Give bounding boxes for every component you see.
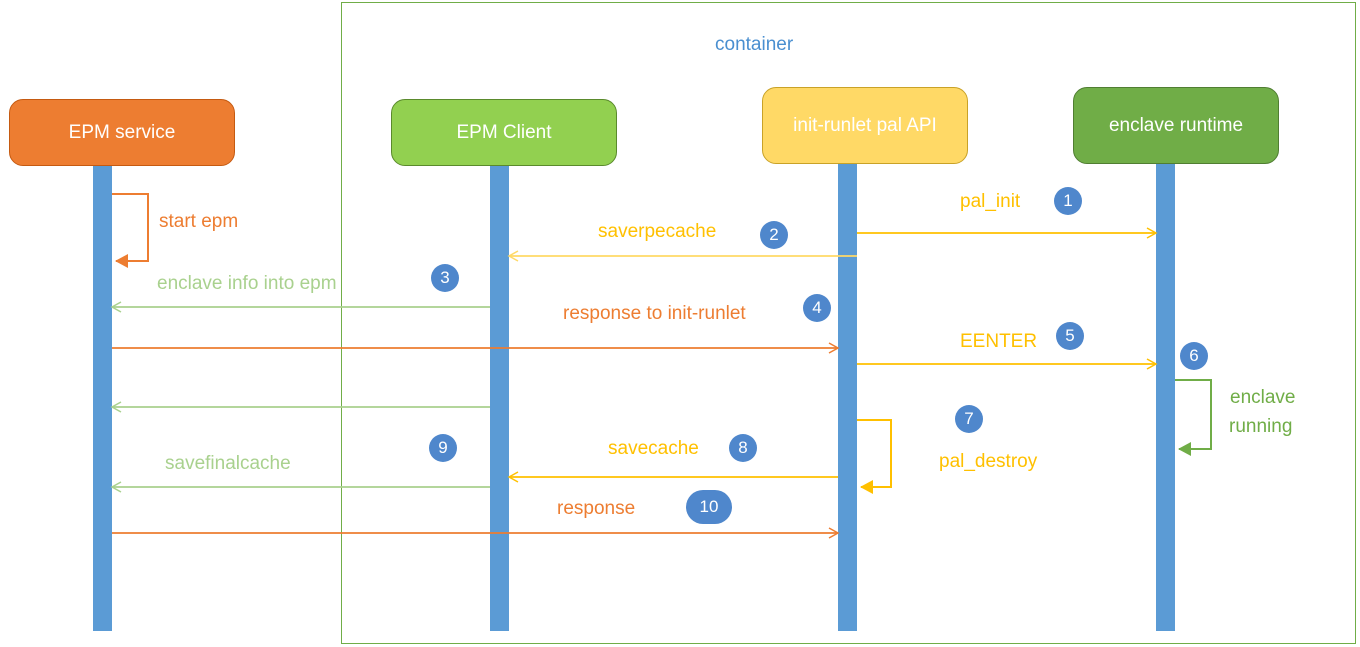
label-enclave-running-2: running — [1229, 416, 1293, 437]
step-badge-4: 4 — [803, 294, 831, 322]
label-eenter: EENTER — [960, 331, 1038, 352]
actor-epm-service[interactable]: EPM service — [9, 99, 235, 166]
label-savefinalcache: savefinalcache — [165, 453, 291, 474]
label-saverpecache: saverpecache — [598, 221, 717, 242]
lifeline-enclave-runtime — [1156, 164, 1175, 631]
step-badge-1: 1 — [1054, 187, 1082, 215]
actor-label: EPM service — [68, 121, 176, 143]
actor-label: EPM Client — [456, 121, 552, 143]
actor-label: init-runlet pal API — [793, 114, 937, 136]
arrow-enclave-running — [1175, 379, 1212, 456]
step-badge-8: 8 — [729, 434, 757, 462]
step-badge-9: 9 — [429, 434, 457, 462]
actor-init-runlet[interactable]: init-runlet pal API — [762, 87, 968, 164]
label-enclave-info: enclave info into epm — [157, 273, 337, 294]
container-boundary — [341, 2, 1356, 644]
step-badge-7: 7 — [955, 405, 983, 433]
label-enclave-running-1: enclave — [1230, 387, 1296, 408]
step-badge-3: 3 — [431, 264, 459, 292]
container-label: container — [715, 34, 794, 55]
label-pal-init: pal_init — [960, 191, 1021, 212]
label-pal-destroy: pal_destroy — [939, 451, 1038, 472]
step-badge-2: 2 — [760, 221, 788, 249]
step-badge-5: 5 — [1056, 322, 1084, 350]
label-savecache: savecache — [608, 438, 699, 459]
step-badge-10: 10 — [686, 490, 732, 524]
label-response-init: response to init-runlet — [563, 303, 746, 324]
label-start-epm: start epm — [159, 211, 239, 232]
lifeline-epm-service — [93, 166, 112, 631]
arrow-pal-destroy — [857, 419, 892, 494]
actor-enclave-runtime[interactable]: enclave runtime — [1073, 87, 1279, 164]
actor-epm-client[interactable]: EPM Client — [391, 99, 617, 166]
step-badge-6: 6 — [1180, 342, 1208, 370]
label-response: response — [557, 498, 636, 519]
arrow-start-epm — [112, 193, 149, 268]
lifeline-epm-client — [490, 166, 509, 631]
actor-label: enclave runtime — [1108, 114, 1244, 136]
lifeline-init-runlet — [838, 164, 857, 631]
